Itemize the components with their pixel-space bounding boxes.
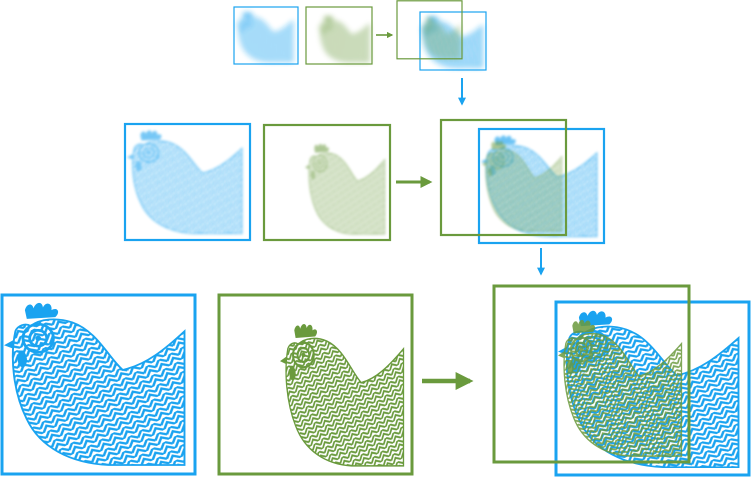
blue-image-fine [0, 293, 197, 476]
green-image-fine [217, 293, 414, 476]
overlay-coarse [396, 0, 487, 71]
blue-image-coarse [233, 6, 299, 65]
green-image-medium [262, 123, 392, 242]
level-medium [123, 118, 606, 245]
green-image-coarse [305, 6, 373, 65]
overlay-medium [439, 118, 606, 245]
overlay-fine [492, 284, 751, 477]
level-fine [0, 284, 751, 477]
blue-image-medium [123, 122, 252, 242]
level-coarse [233, 0, 487, 71]
